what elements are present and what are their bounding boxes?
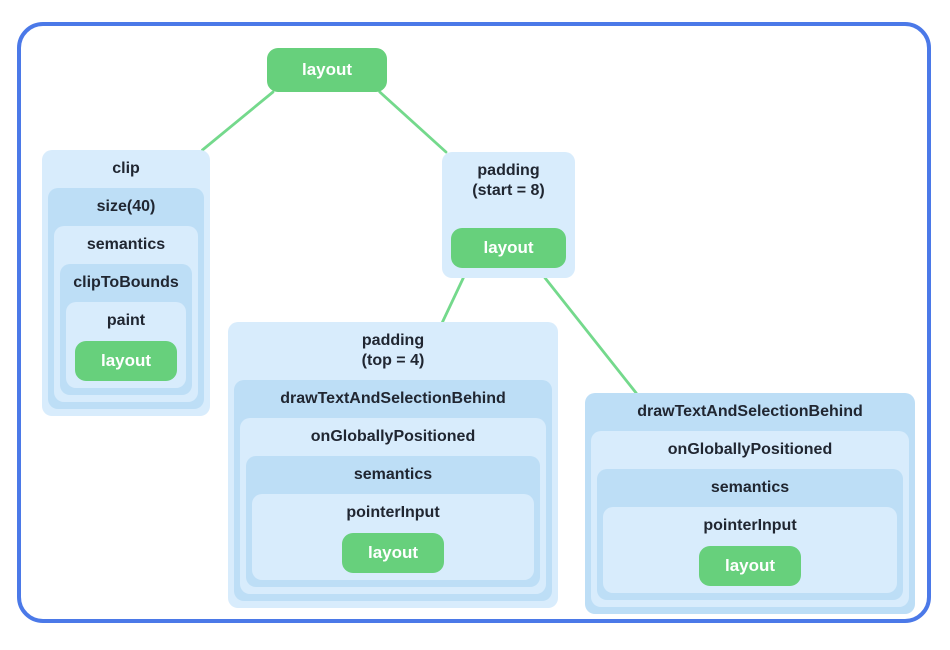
node-label-paint: paint [106,312,146,329]
node-layout-leaf: layout [451,228,566,268]
node-label-semantics: semantics [86,236,166,253]
node-root-layout: layout [267,48,387,92]
node-semantics: semantics pointerInput layout [597,469,903,600]
node-ongloballypositioned: onGloballyPositioned semantics pointerInpu… [591,431,909,607]
node-layout-leaf: layout [341,533,445,573]
node-label-clip: clip [112,160,140,177]
chain-draw-text: drawTextAndSelectionBehind onGloballyPosi… [585,393,915,614]
node-size-40: size(40) semantics clipToBounds paint layout [48,188,204,409]
node-padding-start-8: padding(start = 8) layout [442,152,575,278]
node-ongloballypositioned: onGloballyPositioned semantics pointerInpu… [240,418,546,594]
node-layout-leaf: layout [698,546,802,586]
node-drawtextandselectionbehind: drawTextAndSelectionBehind onGloballyPosi… [585,393,915,614]
node-drawtextandselectionbehind: drawTextAndSelectionBehind onGloballyPosi… [234,380,552,601]
node-layout-leaf: layout [74,341,178,381]
node-label-ongloballypositioned: onGloballyPositioned [310,428,476,445]
node-cliptobounds: clipToBounds paint layout [60,264,192,395]
node-label-ongloballypositioned: onGloballyPositioned [667,441,833,458]
chain-padding-top: padding(top = 4) drawTextAndSelectionBehi… [228,322,558,608]
node-semantics: semantics pointerInput layout [246,456,540,587]
chain-clip: clip size(40) semantics clipToBounds paint la… [42,150,210,416]
chain-padding-start: padding(start = 8) layout [442,152,575,278]
node-label-padding-start-8: padding(start = 8) [472,162,545,199]
node-label-padding-top-4: padding(top = 4) [361,332,425,369]
node-label-pointerinput: pointerInput [346,504,440,521]
node-clip: clip size(40) semantics clipToBounds paint la… [42,150,210,416]
node-label-pointerinput: pointerInput [703,517,797,534]
node-label-drawtextandselectionbehind: drawTextAndSelectionBehind [637,403,863,420]
node-label-semantics: semantics [353,466,433,483]
node-label-size-40: size(40) [96,198,156,215]
node-label-drawtextandselectionbehind: drawTextAndSelectionBehind [280,390,506,407]
node-label-cliptobounds: clipToBounds [73,274,179,291]
node-semantics: semantics clipToBounds paint layout [54,226,198,402]
node-pointerinput: pointerInput layout [603,507,897,593]
node-pointerinput: pointerInput layout [252,494,534,580]
node-padding-top-4: padding(top = 4) drawTextAndSelectionBehi… [228,322,558,608]
node-label-semantics: semantics [710,479,790,496]
node-paint: paint layout [66,302,186,388]
